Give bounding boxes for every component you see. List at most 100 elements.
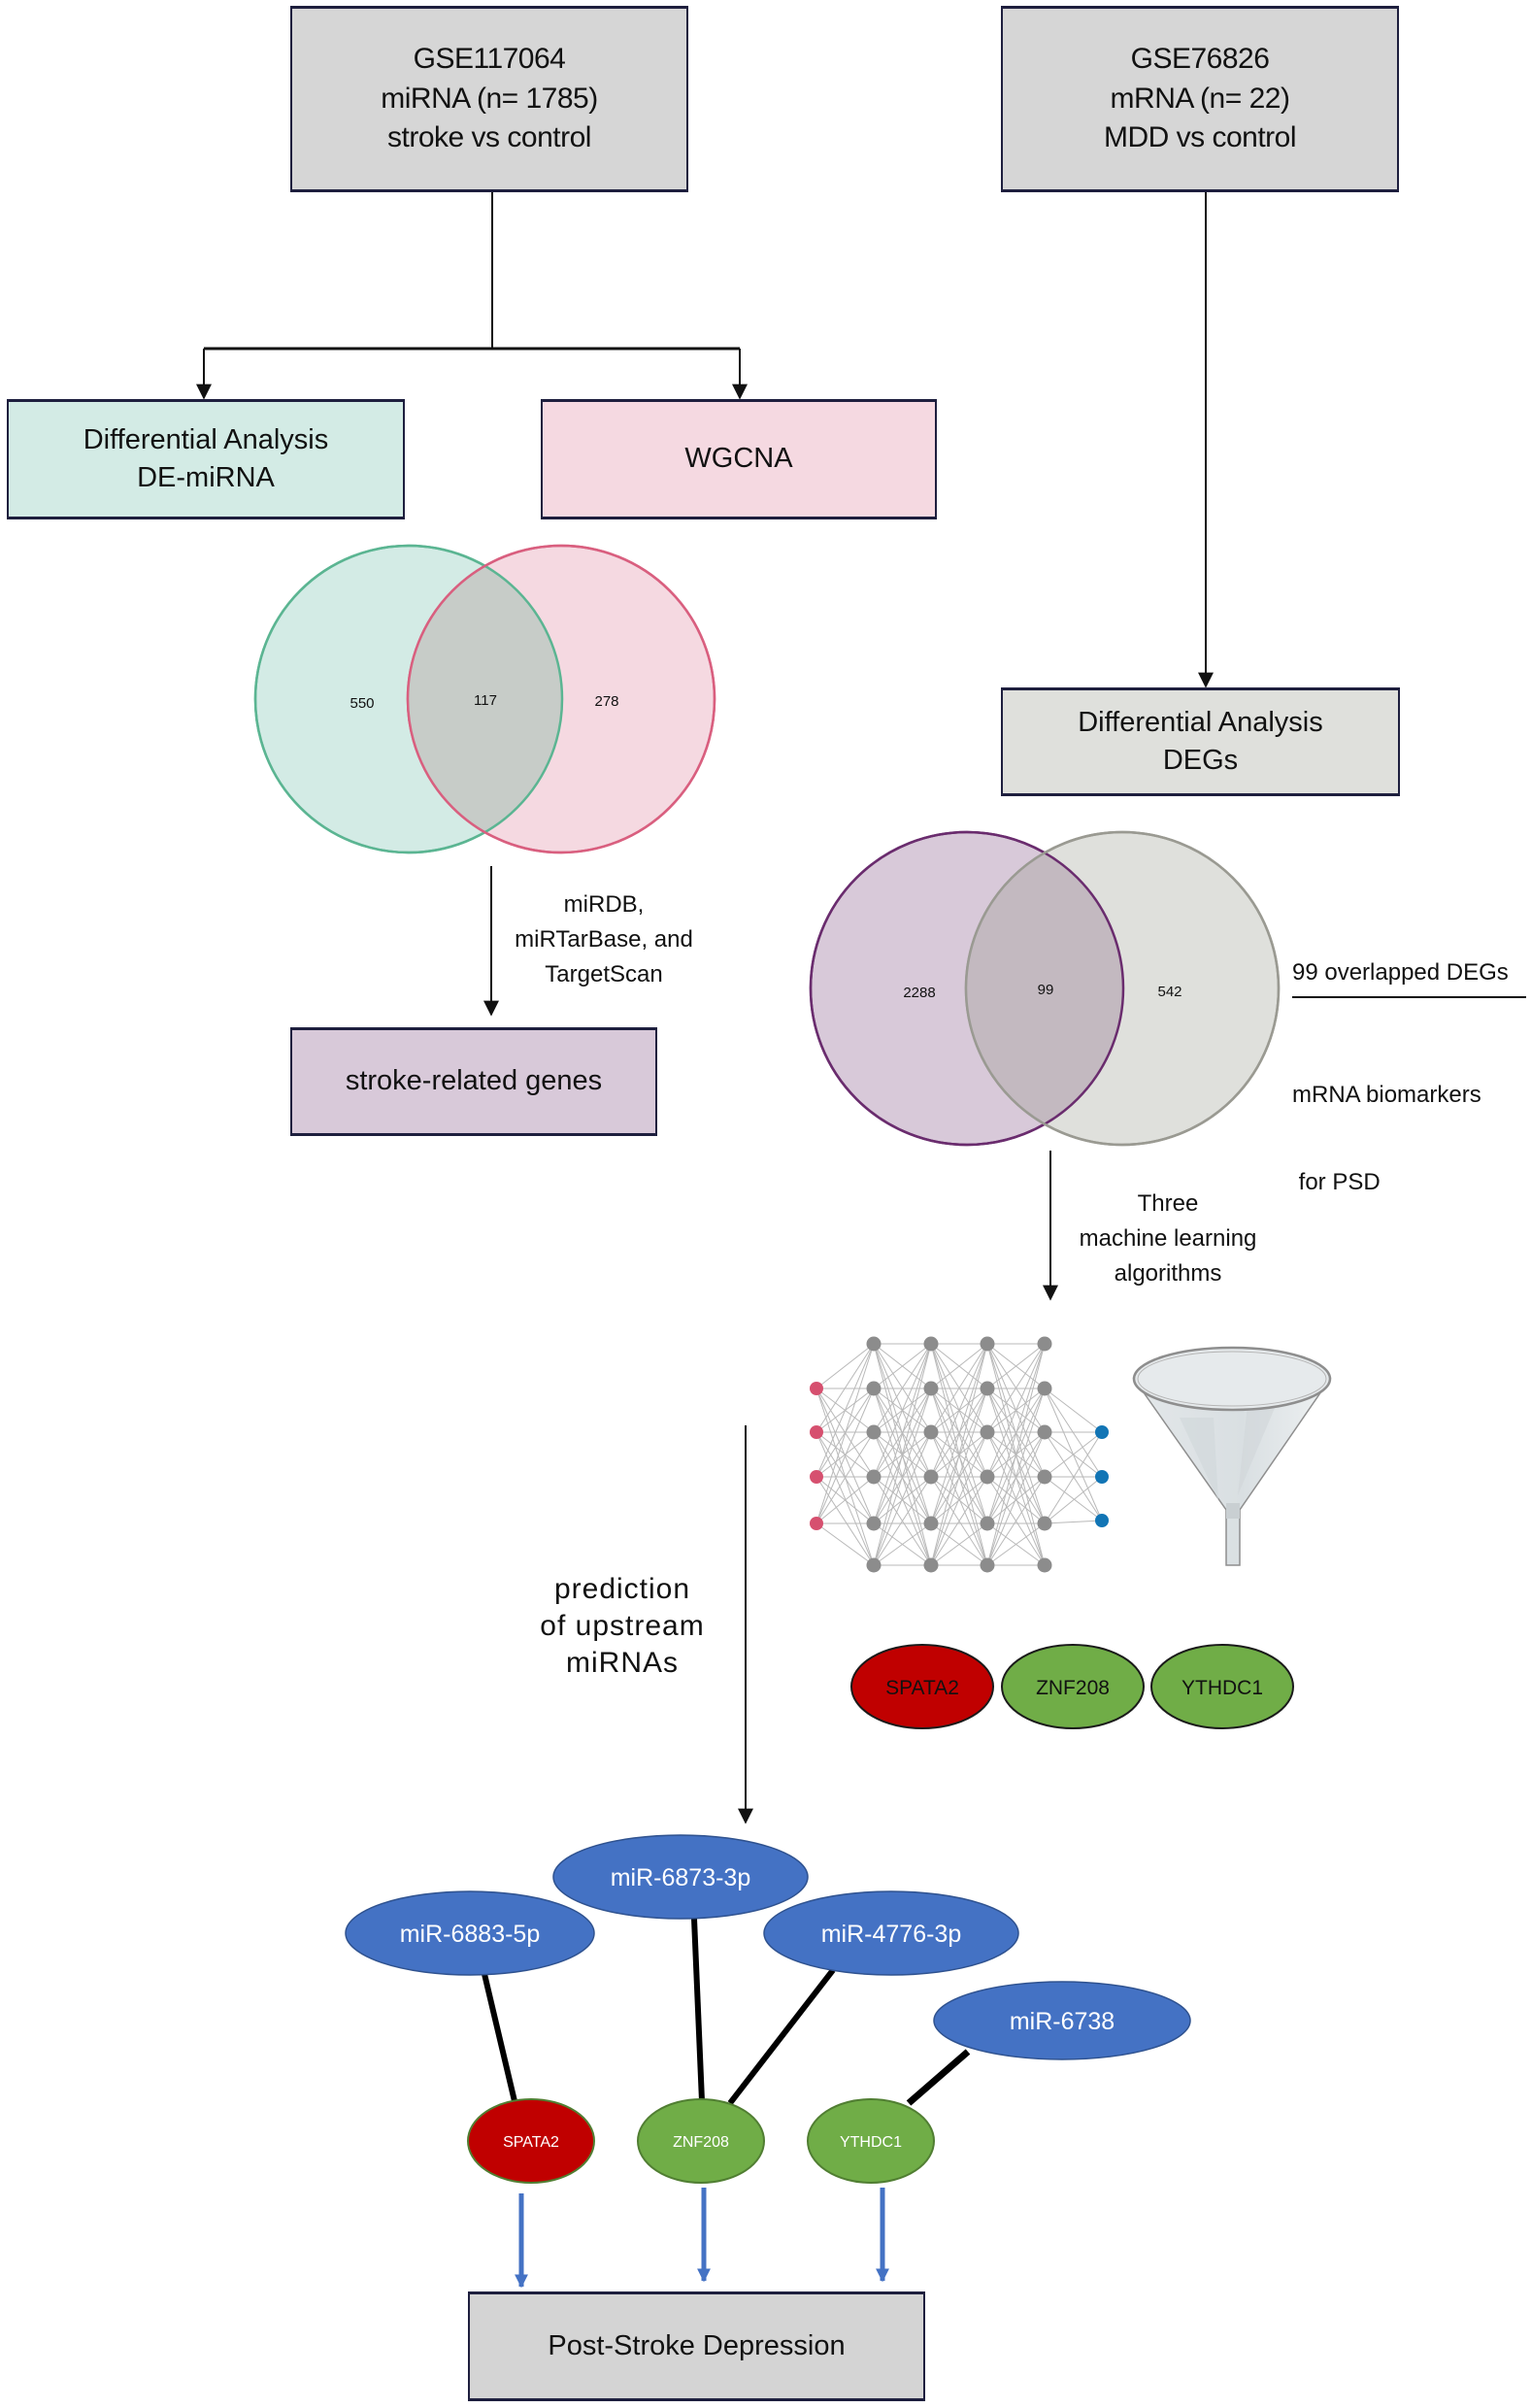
- nn-edge: [1044, 1476, 1103, 1524]
- venn-degs-overlap-count: 99: [1038, 982, 1054, 998]
- nn-input-node: [810, 1425, 823, 1439]
- box-subtitle: DE-miRNA: [137, 462, 275, 493]
- mirna-node-mir-6738: miR-6738: [933, 1981, 1191, 2060]
- nn-hidden-node: [923, 1424, 939, 1440]
- label-line: Three: [1137, 1190, 1199, 1217]
- nn-edge: [930, 1522, 988, 1566]
- gene-label: YTHDC1: [840, 2134, 902, 2151]
- nn-hidden-node: [923, 1516, 939, 1531]
- dataset-comparison: MDD vs control: [1103, 121, 1297, 154]
- nn-hidden-node: [1037, 1424, 1052, 1440]
- edge-mir6738-ythdc1: [906, 2049, 971, 2106]
- edge-mir4776-znf208: [727, 1968, 836, 2105]
- gene-nodes: SPATA2 ZNF208 YTHDC1: [467, 2098, 935, 2184]
- nn-input-node: [810, 1382, 823, 1395]
- nn-output-node: [1095, 1425, 1109, 1439]
- nn-edge: [1044, 1388, 1103, 1433]
- nn-edge: [815, 1343, 875, 1478]
- nn-edge: [873, 1431, 932, 1566]
- nn-edge: [815, 1343, 875, 1389]
- box-title: Post-Stroke Depression: [548, 2329, 846, 2361]
- gene-ellipse: [1001, 1644, 1145, 1729]
- nn-edge: [873, 1343, 932, 1433]
- nn-edge: [930, 1388, 988, 1566]
- differential-analysis-mirna-box: Differential Analysis DE-miRNA: [7, 399, 405, 519]
- target-databases-label: miRDB, miRTarBase, and TargetScan: [507, 887, 701, 992]
- network-edges: [482, 1918, 971, 2106]
- stroke-related-genes-box: stroke-related genes: [290, 1027, 657, 1136]
- box-title: WGCNA: [684, 443, 793, 475]
- venn-degs-left-count: 2288: [903, 985, 935, 1001]
- mirna-node-mir-6873-3p: miR-6873-3p: [552, 1834, 809, 1920]
- edge-mir6873-znf208: [691, 1918, 705, 2102]
- hub-gene-row: SPATA2 ZNF208 YTHDC1: [850, 1644, 1294, 1729]
- box-title: Differential Analysis: [83, 423, 329, 455]
- gene-node-ythdc1: YTHDC1: [807, 2098, 935, 2184]
- nn-hidden-node: [866, 1516, 882, 1531]
- hub-gene-znf208: ZNF208: [1001, 1644, 1145, 1729]
- gene-node-spata2: SPATA2: [467, 2098, 595, 2184]
- mirna-ellipse: [763, 1890, 1019, 1976]
- overlapped-degs-note: 99 overlapped DEGs: [1292, 959, 1509, 986]
- prediction-label: prediction of upstream miRNAs: [516, 1571, 729, 1682]
- dataset-sample: miRNA (n= 1785): [381, 82, 598, 115]
- nn-hidden-node: [980, 1557, 995, 1573]
- label-line: miRNAs: [566, 1647, 679, 1679]
- gene-label: SPATA2: [885, 1677, 959, 1699]
- gene-label: SPATA2: [503, 2134, 559, 2151]
- nn-edge: [986, 1343, 1046, 1389]
- nn-hidden-node: [980, 1516, 995, 1531]
- gene-ellipse: [637, 2098, 765, 2184]
- nn-hidden-node: [866, 1424, 882, 1440]
- nn-hidden-node: [980, 1469, 995, 1485]
- gene-ellipse: [850, 1644, 994, 1729]
- gene-node-znf208: ZNF208: [637, 2098, 765, 2184]
- nn-edge: [1044, 1431, 1103, 1524]
- nn-hidden-node: [923, 1381, 939, 1396]
- nn-edges: [815, 1343, 1103, 1566]
- nn-input-node: [810, 1517, 823, 1530]
- venn-set-wgcna-outline: [406, 544, 716, 854]
- box-subtitle: DEGs: [1162, 745, 1239, 776]
- hub-gene-ythdc1: YTHDC1: [1150, 1644, 1294, 1729]
- nn-edge: [873, 1388, 932, 1566]
- nn-hidden-node: [980, 1424, 995, 1440]
- nn-hidden-node: [1037, 1516, 1052, 1531]
- mirna-label: miR-6883-5p: [400, 1921, 541, 1948]
- dataset-id: GSE117064: [413, 43, 566, 76]
- nn-hidden-node: [866, 1469, 882, 1485]
- nn-edge: [930, 1431, 988, 1566]
- label-line: of upstream: [540, 1610, 705, 1642]
- nn-hidden-node: [1037, 1381, 1052, 1396]
- nn-output-node: [1095, 1514, 1109, 1527]
- label-line: miRDB,: [563, 891, 645, 918]
- nn-edge: [815, 1476, 875, 1524]
- nn-edge: [873, 1343, 932, 1389]
- venn-set-stroke-genes-outline: [809, 830, 1125, 1147]
- box-title: stroke-related genes: [345, 1065, 603, 1097]
- nn-hidden-node: [1037, 1336, 1052, 1352]
- label-line: prediction: [553, 1573, 691, 1605]
- dataset-sample: mRNA (n= 22): [1110, 82, 1290, 115]
- nn-edge: [1044, 1520, 1103, 1524]
- post-stroke-depression-box: Post-Stroke Depression: [468, 2291, 925, 2401]
- venn-degs: 2288 99 542: [809, 830, 1281, 1147]
- nn-edge: [815, 1431, 875, 1566]
- nn-edge: [1044, 1431, 1103, 1478]
- mirna-label: miR-6738: [1010, 2008, 1115, 2035]
- nn-output-node: [1095, 1470, 1109, 1484]
- nn-edge: [930, 1343, 988, 1566]
- machine-learning-label: Three machine learning algorithms: [1061, 1187, 1275, 1291]
- nn-edge: [986, 1343, 1046, 1566]
- nn-edge: [873, 1343, 932, 1478]
- label-line: miRTarBase, and: [515, 926, 693, 953]
- label-line: algorithms: [1114, 1260, 1222, 1287]
- gene-label: YTHDC1: [1182, 1677, 1263, 1699]
- dataset-box-gse76826: GSE76826 mRNA (n= 22) MDD vs control: [1001, 6, 1399, 192]
- note-line: mRNA biomarkers: [1292, 1082, 1481, 1108]
- nn-hidden-node: [923, 1557, 939, 1573]
- nn-edge: [930, 1476, 988, 1524]
- edge-mir6883-spata2: [482, 1973, 517, 2102]
- mirna-node-mir-4776-3p: miR-4776-3p: [763, 1890, 1019, 1976]
